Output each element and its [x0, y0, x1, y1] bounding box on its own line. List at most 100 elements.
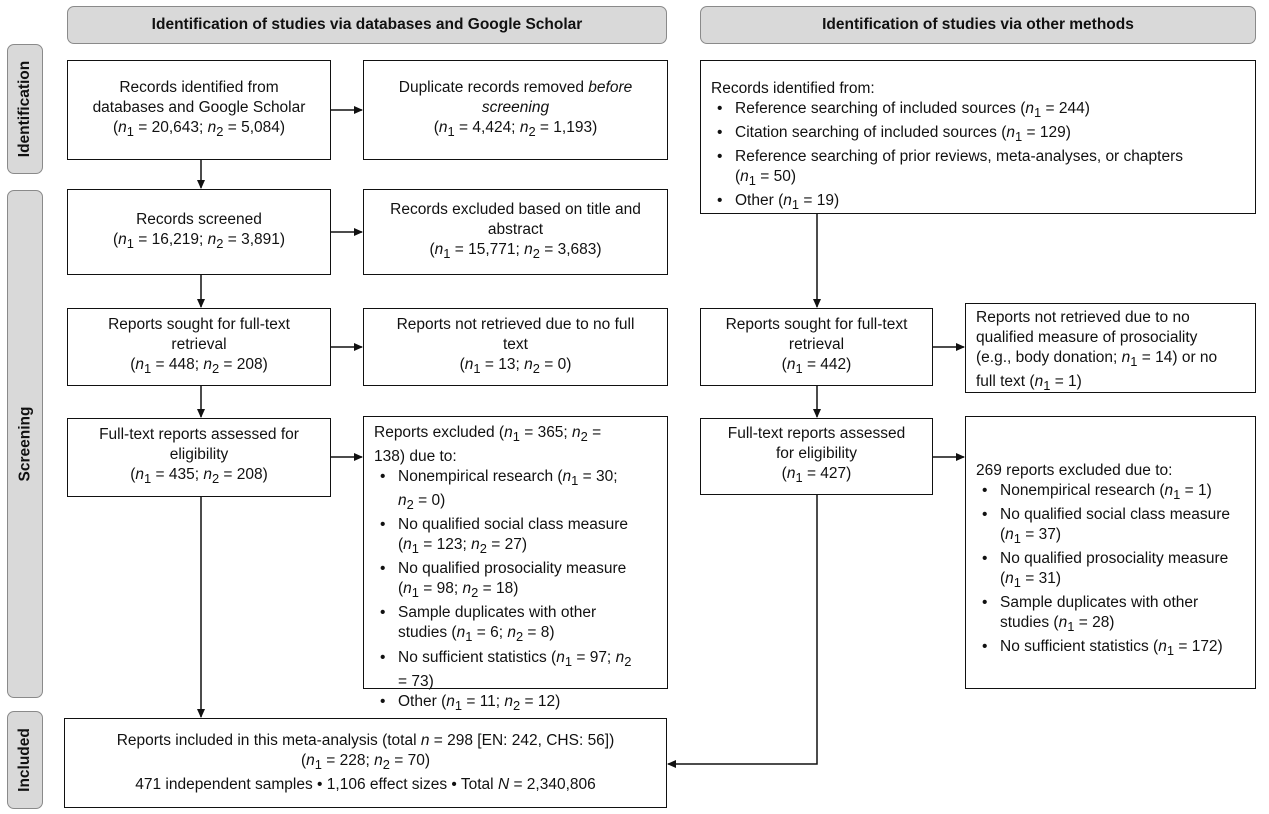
not-retrieved-line: Reports not retrieved due to no full [396, 315, 635, 333]
other-exclusion-reason-line: Nonempirical research (n1 = 1) [1000, 482, 1212, 503]
exclusion-reason-line: studies (n1 = 6; n2 = 8) [398, 624, 555, 645]
other-exclusion-reason: No qualified social class measure (n1 = 3… [976, 505, 1245, 549]
other-exclusion-reason-line: Sample duplicates with other [1000, 594, 1199, 612]
other-exclusion-reason-line: studies (n1 = 28) [1000, 614, 1115, 635]
other-not-retrieved-line: Reports not retrieved due to no [976, 309, 1190, 326]
other-record-source-line: Citation searching of included sources (… [735, 124, 1071, 145]
header-databases-label: Identification of studies via databases … [151, 16, 583, 33]
other-records-intro: Records identified from: [711, 80, 875, 97]
exclusion-reason: No qualified social class measure (n1 = 1… [374, 515, 657, 559]
exclusion-reason-line: Sample duplicates with other [398, 604, 597, 622]
other-reports-sought-line: (n1 = 442) [781, 355, 852, 377]
assessed-line: eligibility [169, 446, 229, 464]
exclusion-reason: Nonempirical research (n1 = 30;n2 = 0) [374, 467, 657, 515]
other-reports-sought-line: Reports sought for full-text [725, 315, 908, 333]
header-databases: Identification of studies via databases … [67, 6, 667, 44]
exclusion-reason: No qualified prosociality measure (n1 = 9… [374, 559, 657, 603]
exclusion-reason-line: (n1 = 98; n2 = 18) [398, 580, 519, 601]
other-assessed-line: (n1 = 427) [781, 465, 852, 486]
duplicates-removed-line: screening [481, 98, 550, 116]
phase-identification: Identification [7, 44, 43, 174]
exclusion-reason: No sufficient statistics (n1 = 97; n2 = 7… [374, 648, 657, 692]
other-record-source-line: (n1 = 50) [735, 168, 797, 189]
other-reports-excluded-intro: 269 reports excluded due to: [976, 462, 1173, 479]
not-retrieved-box: Reports not retrieved due to no full tex… [363, 308, 668, 386]
other-exclusion-reason-line: No qualified social class measure [1000, 506, 1231, 524]
other-exclusion-reason: No qualified prosociality measure (n1 = 3… [976, 549, 1245, 593]
other-exclusion-reason: Nonempirical research (n1 = 1) [976, 481, 1245, 505]
records-identified-line: Records identified from [119, 78, 279, 96]
other-exclusion-reason-line: (n1 = 31) [1000, 570, 1062, 591]
other-reports-sought-box: Reports sought for full-text retrieval (… [700, 308, 933, 386]
not-retrieved-line: text [503, 335, 528, 353]
reports-excluded-box: Reports excluded (n1 = 365; n2 = 138) du… [363, 416, 668, 713]
reports-sought-line: retrieval [171, 335, 227, 353]
other-reports-excluded-list: Nonempirical research (n1 = 1) No qualif… [976, 481, 1245, 661]
other-reports-sought-line: retrieval [788, 335, 845, 353]
exclusion-reason: Other (n1 = 11; n2 = 12) [374, 692, 657, 716]
other-record-source: Reference searching of included sources … [711, 99, 1245, 123]
other-exclusion-reason-line: (n1 = 37) [1000, 526, 1062, 547]
other-record-source-line: Reference searching of prior reviews, me… [735, 148, 1183, 166]
other-assessed-line: Full-text reports assessed [727, 425, 906, 443]
included-box: Reports included in this meta-analysis (… [64, 718, 667, 808]
reports-excluded-list: Nonempirical research (n1 = 30;n2 = 0) N… [374, 467, 657, 716]
records-identified-line: (n1 = 20,643; n2 = 5,084) [112, 118, 286, 140]
other-exclusion-reason-line: No qualified prosociality measure [1000, 550, 1229, 568]
records-screened-box: Records screened (n1 = 16,219; n2 = 3,89… [67, 189, 331, 275]
reports-excluded-intro: 138) due to: [374, 448, 457, 466]
other-not-retrieved-box: Reports not retrieved due to no qualifie… [965, 303, 1256, 393]
records-excluded-line: Records excluded based on title and [390, 200, 641, 218]
other-records-identified-box: Records identified from: Reference searc… [700, 60, 1256, 214]
other-assessed-line: for eligibility [776, 445, 857, 463]
duplicates-removed-line: (n1 = 4,424; n2 = 1,193) [433, 118, 598, 140]
exclusion-reason-line: No qualified prosociality measure [398, 560, 627, 578]
other-record-source: Citation searching of included sources (… [711, 123, 1245, 147]
reports-sought-line: (n1 = 448; n2 = 208) [130, 355, 268, 377]
other-not-retrieved-line: full text (n1 = 1) [976, 373, 1082, 394]
exclusion-reason-line: n2 = 0) [398, 492, 446, 513]
exclusion-reason: Sample duplicates with other studies (n1 … [374, 603, 657, 647]
exclusion-reason-line: = 73) [398, 672, 434, 690]
records-identified-box: Records identified from databases and Go… [67, 60, 331, 160]
assessed-box: Full-text reports assessed for eligibili… [67, 418, 331, 497]
exclusion-reason-line: No sufficient statistics (n1 = 97; n2 [398, 648, 632, 669]
included-line: 471 independent samples • 1,106 effect s… [135, 776, 596, 794]
exclusion-reason-line: (n1 = 123; n2 = 27) [398, 536, 528, 557]
header-other-methods-label: Identification of studies via other meth… [822, 16, 1134, 33]
exclusion-reason-line: Other (n1 = 11; n2 = 12) [398, 692, 561, 713]
other-not-retrieved-line: (e.g., body donation; n1 = 14) or no [976, 349, 1218, 370]
records-excluded-box: Records excluded based on title and abst… [363, 189, 668, 275]
reports-sought-box: Reports sought for full-text retrieval (… [67, 308, 331, 386]
not-retrieved-line: (n1 = 13; n2 = 0) [459, 355, 572, 377]
included-line: (n1 = 228; n2 = 70) [300, 751, 430, 773]
header-other-methods: Identification of studies via other meth… [700, 6, 1256, 44]
duplicates-removed-text: Duplicate records removed before [398, 78, 633, 96]
duplicates-removed-box: Duplicate records removed before screeni… [363, 60, 668, 160]
other-exclusion-reason-line: No sufficient statistics (n1 = 172) [1000, 638, 1223, 659]
reports-excluded-intro: Reports excluded (n1 = 365; n2 = [374, 424, 602, 445]
other-record-source: Other (n1 = 19) [711, 191, 1245, 215]
other-assessed-box: Full-text reports assessed for eligibili… [700, 418, 933, 495]
arrow-other-assessed-to-included [667, 495, 818, 768]
phase-included: Included [7, 711, 43, 809]
other-records-list: Reference searching of included sources … [711, 99, 1245, 215]
records-identified-line: databases and Google Scholar [92, 98, 306, 116]
exclusion-reason-line: No qualified social class measure [398, 516, 629, 534]
other-reports-excluded-box: 269 reports excluded due to: Nonempirica… [965, 416, 1256, 689]
other-record-source-line: Reference searching of included sources … [735, 100, 1090, 121]
assessed-line: (n1 = 435; n2 = 208) [130, 466, 268, 487]
assessed-line: Full-text reports assessed for [99, 426, 299, 444]
records-screened-line: Records screened [136, 210, 262, 228]
other-exclusion-reason: No sufficient statistics (n1 = 172) [976, 637, 1245, 661]
other-not-retrieved-line: qualified measure of prosociality [976, 329, 1198, 346]
reports-sought-line: Reports sought for full-text [108, 315, 290, 333]
duplicates-removed-line: Duplicate records removed before [399, 78, 632, 98]
records-excluded-line: abstract [487, 220, 544, 238]
other-record-source-line: Other (n1 = 19) [735, 192, 840, 213]
included-line: Reports included in this meta-analysis (… [116, 731, 615, 749]
phase-screening: Screening [7, 190, 43, 698]
other-exclusion-reason: Sample duplicates with other studies (n1 … [976, 593, 1245, 637]
other-record-source: Reference searching of prior reviews, me… [711, 147, 1245, 191]
